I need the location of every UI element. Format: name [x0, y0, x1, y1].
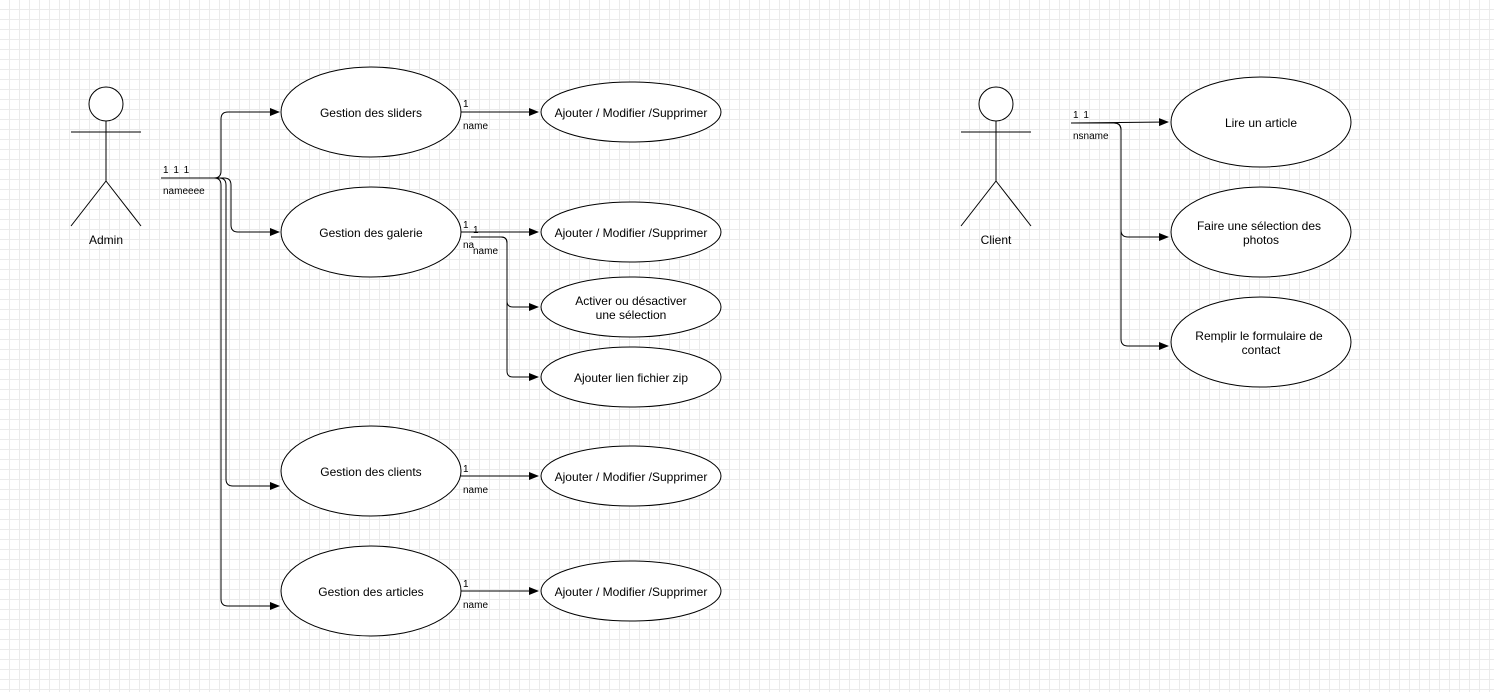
usecase-galerie-crud-label: Ajouter / Modifier /Supprimer [555, 226, 708, 240]
client-connectors [1070, 118, 1169, 350]
actor-admin-head [88, 86, 124, 122]
label-admin-name: nameeee [163, 186, 205, 197]
usecase-gestion-articles-label: Gestion des articles [318, 585, 423, 599]
usecase-clients-crud-label: Ajouter / Modifier /Supprimer [555, 470, 708, 484]
edge-galerie-zip[interactable] [471, 236, 539, 381]
label-galerie-name: name [473, 246, 498, 257]
label-sliders-name: name [463, 121, 488, 132]
usecase-gestion-articles[interactable]: Gestion des articles [280, 545, 462, 637]
actor-client-leg-right [995, 180, 1032, 227]
usecase-gestion-clients-label: Gestion des clients [320, 465, 421, 479]
edge-client-formulaire[interactable] [1071, 122, 1169, 350]
actor-admin-label: Admin [89, 233, 123, 247]
label-clients-mult: 1 [463, 464, 469, 475]
label-client-multiplicity: 1 1 [1073, 110, 1090, 121]
usecase-lire-article-label: Lire un article [1225, 116, 1297, 130]
usecase-articles-crud[interactable]: Ajouter / Modifier /Supprimer [540, 560, 722, 622]
usecase-activer-selection[interactable]: Activer ou désactiver une sélection [540, 276, 722, 338]
label-clients-name: name [463, 485, 488, 496]
usecase-formulaire-contact-label-1: Remplir le formulaire de [1195, 329, 1323, 343]
label-galerie-mult2: 1 [473, 225, 479, 236]
usecase-selection-photos[interactable]: Faire une sélection des photos [1170, 186, 1352, 278]
edge-admin-articles[interactable] [161, 177, 280, 610]
usecase-gestion-galerie[interactable]: Gestion des galerie [280, 186, 462, 278]
label-sliders-mult: 1 [463, 99, 469, 110]
usecase-clients-crud[interactable]: Ajouter / Modifier /Supprimer [540, 445, 722, 507]
usecase-selection-photos-label-1: Faire une sélection des [1197, 219, 1321, 233]
actor-client[interactable]: Client [960, 86, 1032, 247]
actor-admin[interactable]: Admin [70, 86, 142, 247]
usecase-gestion-galerie-label: Gestion des galerie [319, 226, 423, 240]
usecase-gestion-clients[interactable]: Gestion des clients [280, 425, 462, 517]
usecase-gestion-sliders-label: Gestion des sliders [320, 106, 422, 120]
edge-labels: 1 1 1 nameeee 1 name 1 1 na name 1 name … [163, 99, 1109, 611]
usecase-lire-article[interactable]: Lire un article [1170, 76, 1352, 168]
actor-admin-leg-right [105, 180, 142, 227]
usecase-articles-crud-label: Ajouter / Modifier /Supprimer [555, 585, 708, 599]
usecase-formulaire-contact[interactable]: Remplir le formulaire de contact [1170, 296, 1352, 388]
usecase-sliders-crud-label: Ajouter / Modifier /Supprimer [555, 106, 708, 120]
usecase-selection-photos-label-2: photos [1243, 233, 1279, 247]
actor-client-label: Client [981, 233, 1012, 247]
actor-client-leg-left [960, 180, 997, 227]
label-client-name: nsname [1073, 131, 1109, 142]
label-articles-mult: 1 [463, 579, 469, 590]
usecase-sliders-crud[interactable]: Ajouter / Modifier /Supprimer [540, 81, 722, 143]
admin-connectors [161, 108, 539, 610]
usecase-activer-selection-label-2: une sélection [596, 308, 667, 322]
label-articles-name: name [463, 600, 488, 611]
usecase-activer-selection-label-1: Activer ou désactiver [575, 294, 686, 308]
label-galerie-mult: 1 [463, 220, 469, 231]
actor-admin-leg-left [70, 180, 107, 227]
label-galerie-name-overlap: na [463, 240, 475, 251]
usecase-formulaire-contact-label-2: contact [1242, 343, 1281, 357]
actor-client-head [978, 86, 1014, 122]
usecase-galerie-crud[interactable]: Ajouter / Modifier /Supprimer [540, 201, 722, 263]
edge-admin-clients[interactable] [161, 177, 280, 490]
usecase-ajouter-zip-label: Ajouter lien fichier zip [574, 371, 688, 385]
edge-admin-galerie[interactable] [161, 177, 280, 236]
usecase-ajouter-zip[interactable]: Ajouter lien fichier zip [540, 346, 722, 408]
label-admin-multiplicity: 1 1 1 [163, 165, 190, 176]
usecase-gestion-sliders[interactable]: Gestion des sliders [280, 66, 462, 158]
